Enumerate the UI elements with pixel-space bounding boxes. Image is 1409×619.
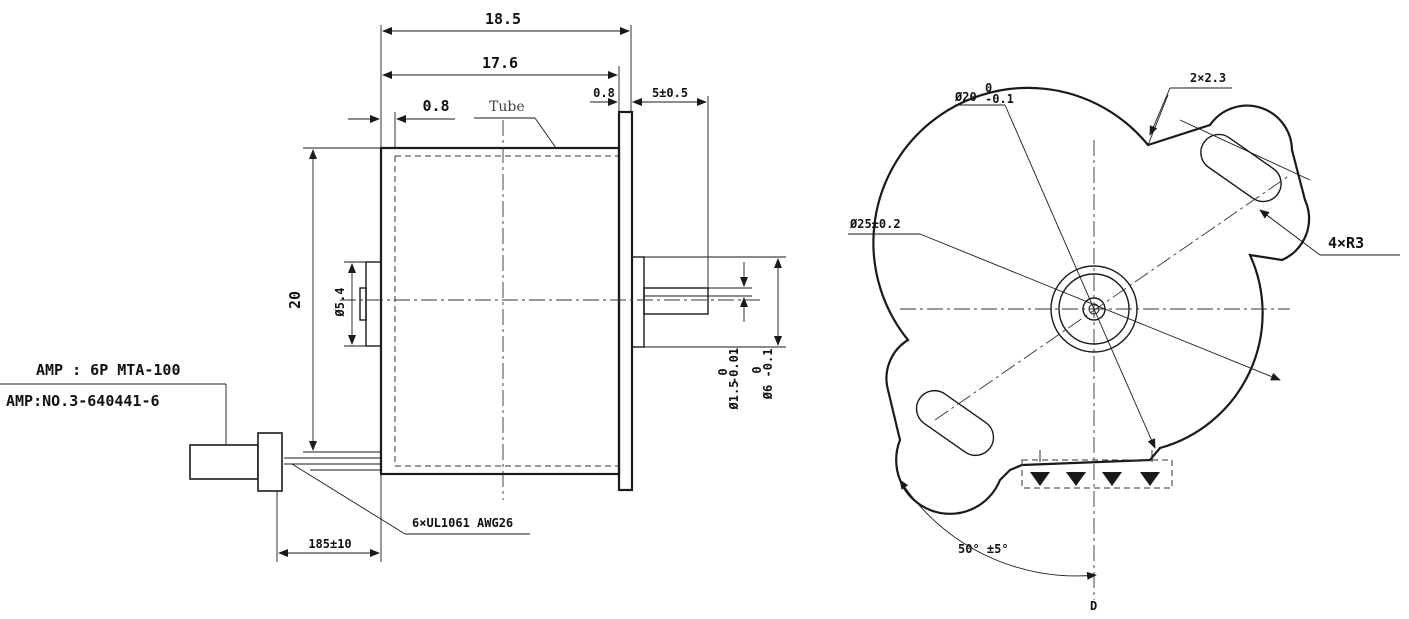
height-dimension: 20 (286, 147, 381, 453)
shaft-flat-dimension: Ø1.5 0 -0.01 (708, 262, 752, 410)
angle-label: 50° ±5° (958, 542, 1009, 556)
wire-spec-label: 6×UL1061 AWG26 (412, 516, 513, 530)
rear-boss (359, 261, 382, 347)
shaft-diameter-tol-upper: 0 (750, 366, 764, 373)
pilot-dimension: Ø20 0 -0.1 (954, 81, 1156, 449)
slot-width-label: 2×2.3 (1190, 71, 1226, 85)
shaft-flat-tol-upper: 0 (716, 368, 730, 375)
mounting-slot-lower (915, 389, 995, 457)
motor-body (379, 120, 621, 500)
lead-length-label: 185±10 (308, 537, 351, 551)
terminal-block (1021, 450, 1173, 489)
connector-label-line1: AMP : 6P MTA-100 (36, 361, 181, 379)
mounting-circle-dimension: Ø25±0.2 (848, 217, 1281, 381)
shaft-length-dimension: 5±0.5 (633, 86, 709, 300)
height-label: 20 (286, 291, 304, 309)
pilot-tol-lower: -0.1 (985, 92, 1014, 106)
tube-callout: Tube (474, 99, 557, 149)
body-length-dimension: 17.6 (382, 54, 620, 112)
shaft-diameter-label: Ø6 (761, 385, 775, 400)
pilot-label: Ø20 (954, 90, 977, 104)
mounting-flange (617, 110, 634, 492)
radius-label: 4×R3 (1328, 234, 1364, 252)
view-label: D (1090, 599, 1097, 613)
output-shaft (631, 256, 709, 348)
rear-boss-label: Ø5.4 (333, 288, 347, 318)
lead-wires (284, 457, 381, 471)
front-diag-centerline (934, 174, 1291, 421)
rear-boss-dimension: Ø5.4 (333, 261, 366, 347)
shaft-diameter-tol-lower: -0.1 (761, 349, 775, 378)
rear-cap-dimension: 0.8 (348, 97, 455, 148)
body-length-label: 17.6 (482, 54, 518, 72)
slot-width-dimension: 2×2.3 (1147, 71, 1311, 181)
tube-label: Tube (489, 99, 525, 115)
radius-dimension: 4×R3 (1259, 209, 1400, 256)
angle-dimension: 50° ±5° (899, 479, 1097, 580)
overall-length-dimension: 18.5 (380, 10, 632, 148)
flange-label: 0.8 (593, 86, 615, 100)
connector-label-line2: AMP:NO.3-640441-6 (6, 392, 160, 410)
front-view: Ø20 0 -0.1 Ø25±0.2 2×2.3 4×R3 50° ±5° (848, 71, 1400, 613)
wire-spec-callout: 6×UL1061 AWG26 (291, 463, 530, 535)
shaft-length-label: 5±0.5 (652, 86, 688, 100)
shaft-diameter-dimension: Ø6 0 -0.1 (644, 256, 786, 400)
mounting-slot-upper (1200, 133, 1282, 203)
overall-length-label: 18.5 (485, 10, 521, 28)
connector: AMP : 6P MTA-100 AMP:NO.3-640441-6 (0, 361, 283, 492)
mounting-circle-label: Ø25±0.2 (849, 217, 901, 231)
side-view: 18.5 17.6 0.8 Tube 0.8 (0, 10, 786, 562)
front-body-outline (872, 86, 1311, 515)
lead-length-dimension: 185±10 (276, 474, 382, 562)
rear-cap-label: 0.8 (422, 97, 449, 115)
flange-dimension: 0.8 (590, 86, 660, 106)
shaft-flat-label: Ø1.5 (727, 381, 741, 411)
shaft-flat-tol-lower: -0.01 (727, 348, 741, 384)
pilot-tol-upper: 0 (985, 81, 992, 95)
